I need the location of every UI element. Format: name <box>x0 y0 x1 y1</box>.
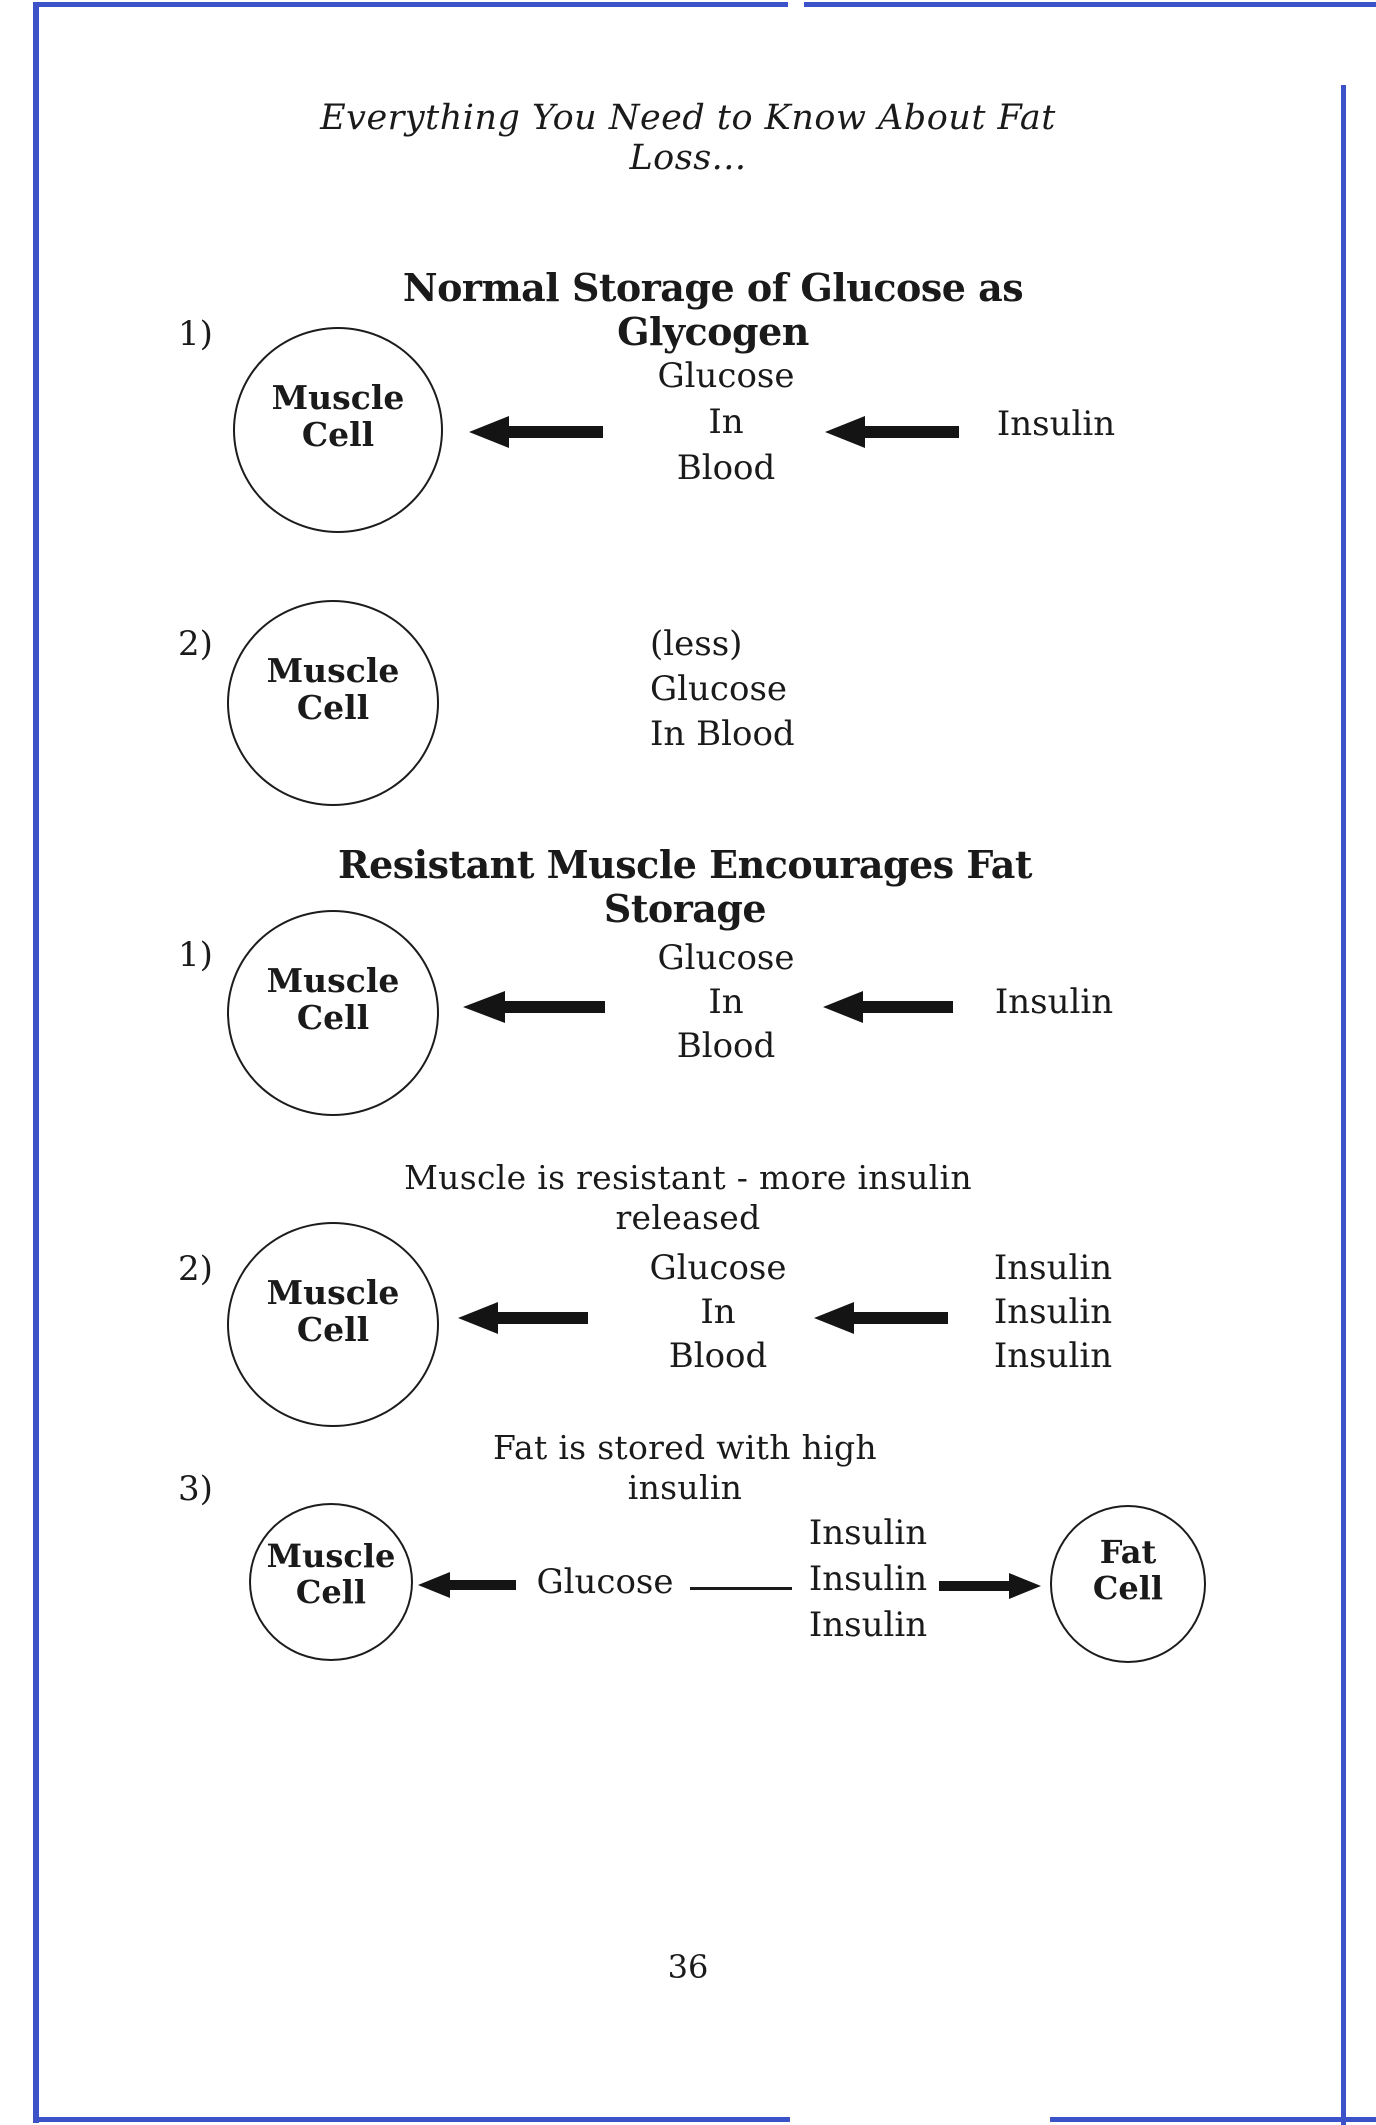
fat-cell-circle: Fat Cell <box>1050 1505 1206 1663</box>
insulin-stack-label: Insulin Insulin Insulin <box>808 1513 928 1645</box>
insulin-label: Insulin <box>996 404 1116 444</box>
scan-edge-right <box>1341 85 1346 2125</box>
running-header: Everything You Need to Know About Fat Lo… <box>320 98 1056 178</box>
insulin-label: Insulin <box>994 982 1114 1022</box>
fat-cell-label: Fat Cell <box>1092 1533 1164 1607</box>
glucose-in-blood-label: Glucose In Blood <box>657 938 795 1066</box>
page-number: 36 <box>667 1948 709 1986</box>
scan-edge-top-right <box>804 2 1376 7</box>
scan-edge-top-left <box>36 2 788 7</box>
arrow-left-icon <box>814 1302 948 1334</box>
muscle-cell-circle: Muscle Cell <box>233 327 443 533</box>
muscle-cell-label: Muscle Cell <box>266 1537 396 1611</box>
arrow-left-icon <box>463 991 605 1023</box>
scan-edge-bottom-left <box>33 2117 790 2122</box>
muscle-cell-label: Muscle Cell <box>266 1272 400 1349</box>
section-title-normal-storage: Normal Storage of Glucose as Glycogen <box>402 265 1024 354</box>
arrow-right-icon <box>939 1573 1041 1599</box>
less-glucose-label: (less) Glucose In Blood <box>650 624 795 754</box>
scan-edge-bottom-right <box>1050 2117 1376 2122</box>
muscle-cell-label: Muscle Cell <box>266 961 400 1037</box>
muscle-cell-circle: Muscle Cell <box>227 600 439 806</box>
arrow-left-icon <box>458 1302 588 1334</box>
note-muscle-resistant: Muscle is resistant - more insulin relea… <box>404 1158 972 1237</box>
arrow-left-icon <box>469 416 603 448</box>
arrow-left-icon <box>825 416 959 448</box>
muscle-cell-circle: Muscle Cell <box>227 910 439 1116</box>
connector-line <box>690 1587 792 1590</box>
glucose-in-blood-label: Glucose In Blood <box>657 356 795 488</box>
muscle-cell-label: Muscle Cell <box>271 378 405 454</box>
glucose-label: Glucose <box>536 1562 674 1602</box>
muscle-cell-circle: Muscle Cell <box>227 1222 439 1427</box>
arrow-left-icon <box>823 991 953 1023</box>
step-number: 1) <box>178 935 213 975</box>
note-fat-stored: Fat is stored with high insulin <box>493 1428 877 1507</box>
step-number: 2) <box>178 624 213 664</box>
arrow-left-icon <box>418 1572 516 1598</box>
step-number: 2) <box>178 1249 213 1289</box>
glucose-in-blood-label: Glucose In Blood <box>649 1248 787 1376</box>
step-number: 3) <box>178 1469 213 1509</box>
insulin-stack-label: Insulin Insulin Insulin <box>993 1248 1113 1376</box>
muscle-cell-circle: Muscle Cell <box>249 1503 413 1661</box>
muscle-cell-label: Muscle Cell <box>266 651 400 727</box>
section-title-resistant-muscle: Resistant Muscle Encourages Fat Storage <box>338 842 1032 931</box>
scan-edge-left <box>33 2 39 2123</box>
step-number: 1) <box>178 314 213 354</box>
